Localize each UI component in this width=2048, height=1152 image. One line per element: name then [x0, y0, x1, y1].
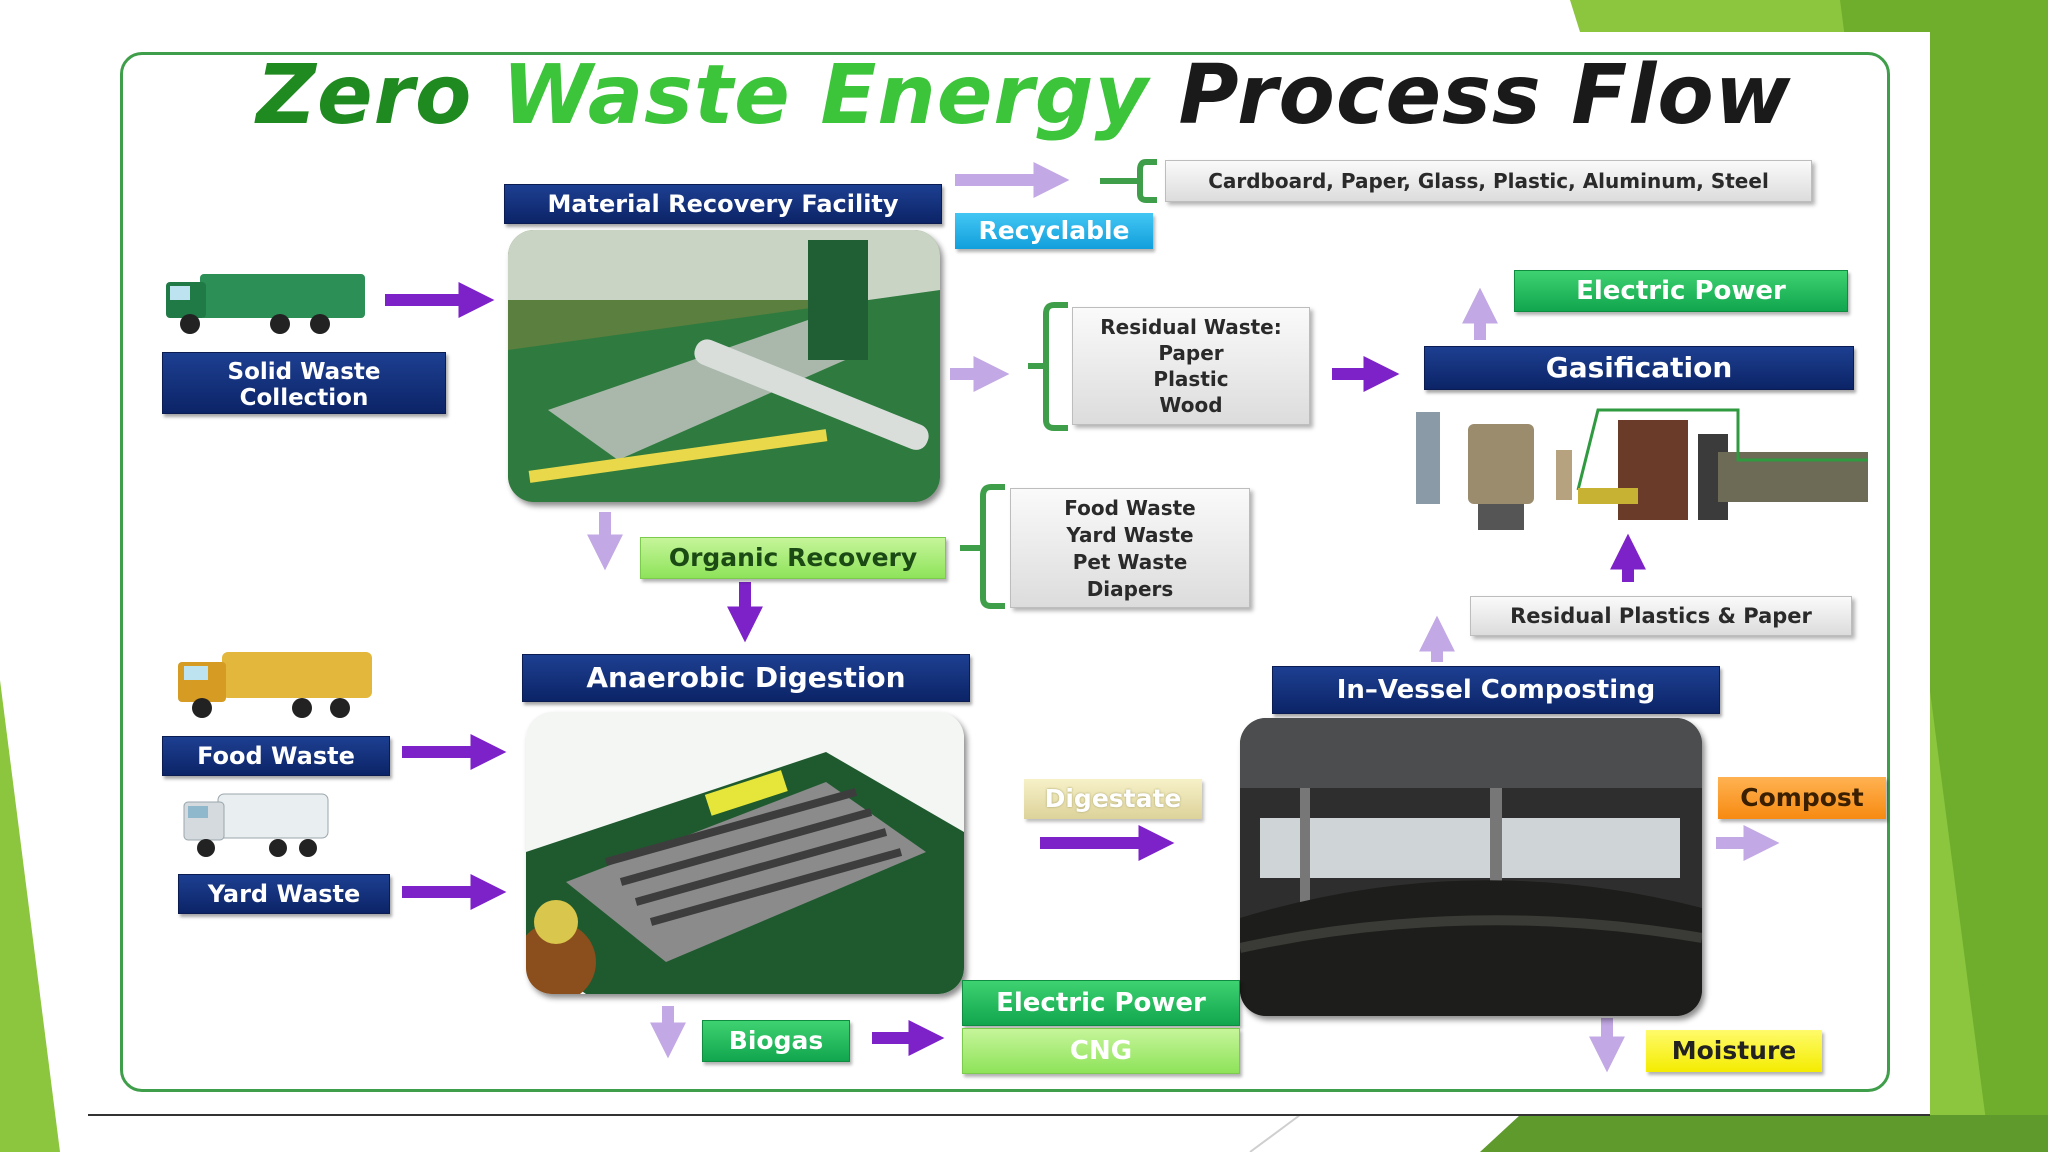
anaerobic-digester-image: [526, 712, 964, 994]
electric-power-top-label: Electric Power: [1514, 270, 1848, 312]
yard-waste-label: Yard Waste: [178, 874, 390, 914]
residual-plastics-paper-box: Residual Plastics & Paper: [1470, 596, 1852, 636]
gasification-stage-label: Gasification: [1424, 346, 1854, 390]
organic-recovery-label: Organic Recovery: [640, 537, 946, 579]
cng-label: CNG: [962, 1028, 1240, 1074]
food-waste-label: Food Waste: [162, 736, 390, 776]
digestate-label: Digestate: [1024, 779, 1202, 819]
electric-power-bottom-label: Electric Power: [962, 980, 1240, 1026]
anaerobic-digestion-stage-label: Anaerobic Digestion: [522, 654, 970, 702]
mrf-stage-label: Material Recovery Facility: [504, 184, 942, 224]
title-word-zero: Zero: [256, 48, 473, 143]
biogas-label: Biogas: [702, 1020, 850, 1062]
bracket-recyclable-shape: [1100, 159, 1157, 203]
compost-label: Compost: [1718, 777, 1886, 819]
bracket-residual: [1028, 302, 1068, 431]
residual-waste-box: Residual Waste: Paper Plastic Wood: [1072, 307, 1310, 425]
mrf-facility-image: [508, 230, 940, 502]
organic-items-box: Food Waste Yard Waste Pet Waste Diapers: [1010, 488, 1250, 608]
title-word-process-flow: Process Flow: [1178, 48, 1792, 143]
title-word-waste-energy: Waste Energy: [501, 48, 1149, 143]
composting-facility-image: [1240, 718, 1702, 1016]
diagram-frame: [120, 52, 1890, 1092]
gasifier-plant-image: [1416, 408, 1868, 530]
recyclable-label: Recyclable: [955, 213, 1153, 249]
slide-footer-rule: [88, 1114, 1930, 1116]
moisture-label: Moisture: [1646, 1030, 1822, 1072]
bracket-organic: [960, 484, 1005, 609]
garbage-truck-white-image: [178, 784, 334, 862]
garbage-truck-yellow-image: [172, 644, 382, 722]
recyclable-items-box: Cardboard, Paper, Glass, Plastic, Alumin…: [1165, 160, 1812, 202]
in-vessel-composting-stage-label: In–Vessel Composting: [1272, 666, 1720, 714]
diagram-title: Zero Waste Energy Process Flow: [0, 48, 2048, 143]
garbage-truck-green-image: [160, 268, 372, 338]
solid-waste-collection-label: Solid Waste Collection: [162, 352, 446, 414]
